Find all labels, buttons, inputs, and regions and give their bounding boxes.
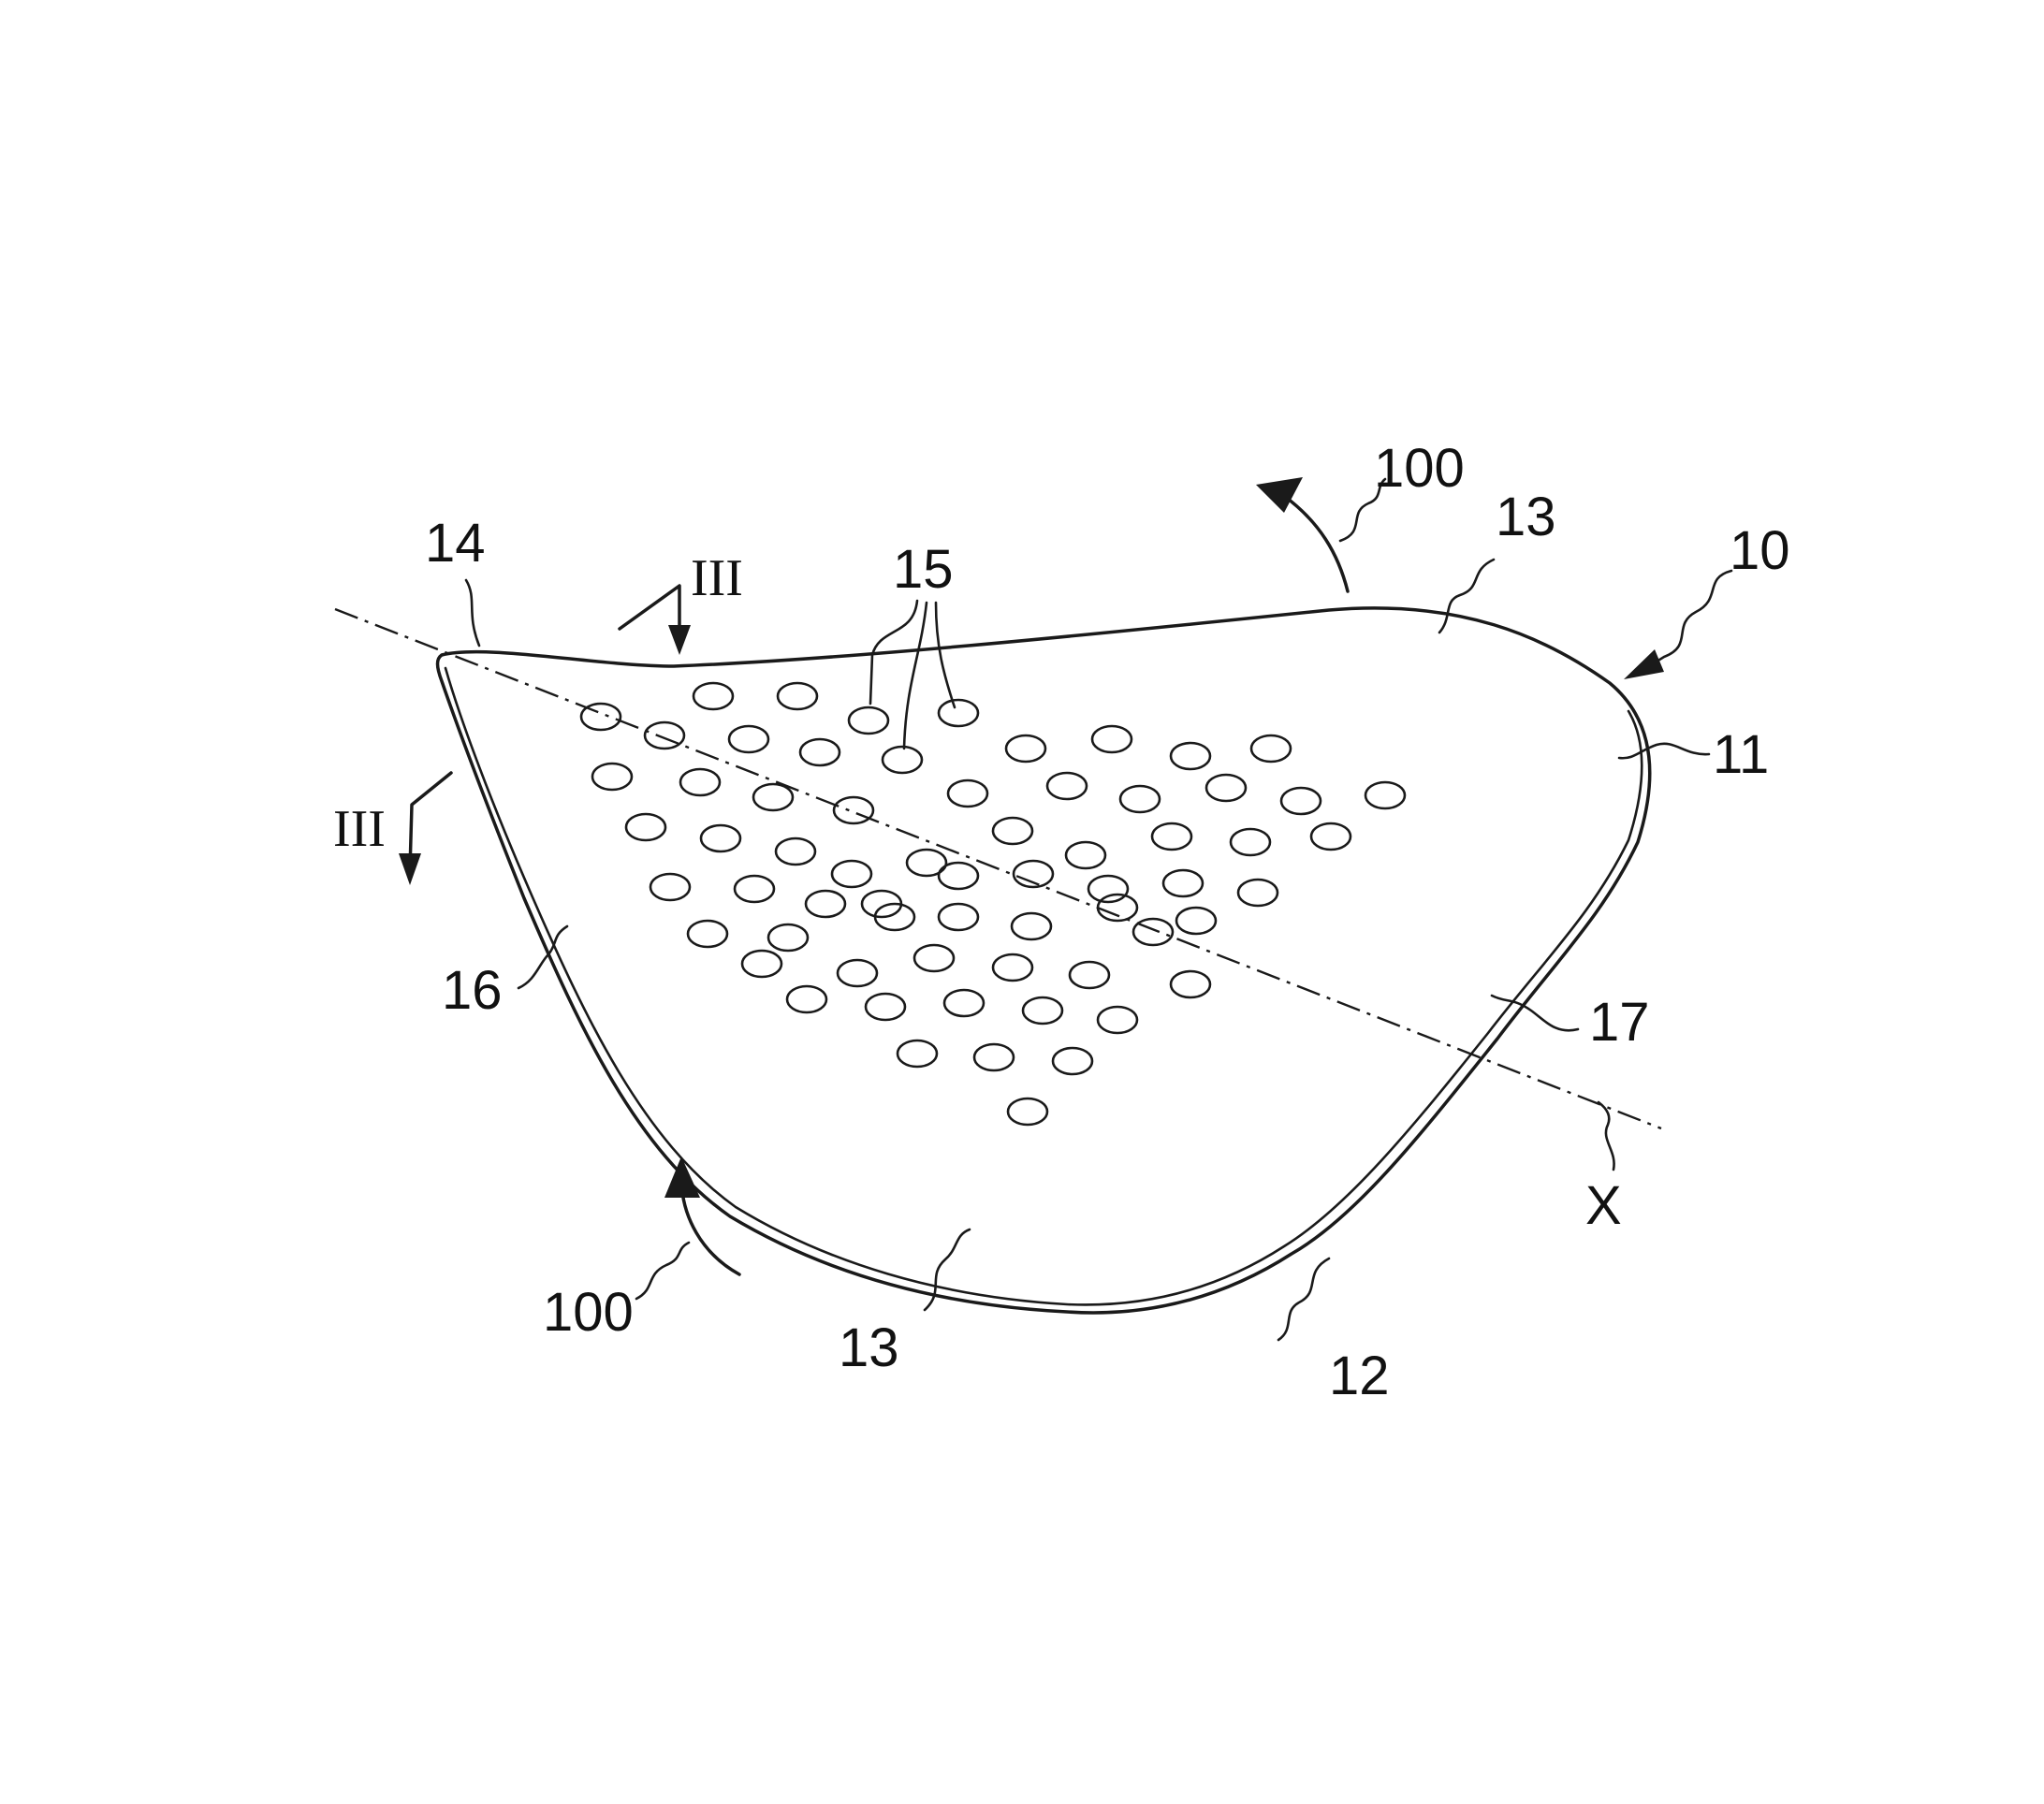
hole	[914, 945, 954, 971]
hole	[993, 954, 1032, 981]
leader-15-c	[936, 603, 955, 707]
hole	[645, 722, 684, 749]
leader-14	[466, 580, 479, 646]
hole	[768, 924, 808, 951]
hole	[806, 891, 845, 917]
label-10: 10	[1730, 520, 1790, 581]
hole	[1053, 1048, 1092, 1074]
label-100-top: 100	[1374, 438, 1465, 499]
hole	[742, 951, 781, 977]
hole	[1098, 1007, 1137, 1033]
hole	[592, 764, 632, 790]
leader-x	[1599, 1102, 1614, 1170]
label-11: 11	[1713, 724, 1769, 785]
hole	[1012, 913, 1051, 939]
hole	[1066, 842, 1105, 868]
section-mark-top	[620, 586, 679, 649]
hole	[1238, 880, 1278, 906]
arrow-100-top	[1284, 496, 1348, 591]
hole	[1006, 735, 1045, 762]
hole	[944, 990, 984, 1016]
hole	[948, 780, 987, 807]
hole	[688, 921, 727, 947]
hole	[1088, 876, 1128, 902]
label-12: 12	[1329, 1346, 1390, 1406]
hole	[650, 874, 690, 900]
label-17: 17	[1589, 992, 1650, 1053]
hole	[993, 818, 1032, 844]
hole	[939, 904, 978, 930]
hole	[834, 797, 873, 823]
leader-15-b	[904, 603, 927, 749]
leader-10	[1649, 571, 1731, 666]
hole	[1092, 726, 1132, 752]
body-edge-inner	[445, 668, 1642, 1304]
label-x: X	[1585, 1175, 1622, 1236]
hole	[778, 683, 817, 709]
hole	[898, 1040, 937, 1067]
hole	[776, 838, 815, 865]
hole	[1176, 908, 1216, 934]
hole	[1120, 786, 1160, 812]
hole	[1152, 823, 1191, 850]
label-13-bottom: 13	[839, 1317, 899, 1378]
hole	[1163, 870, 1203, 896]
label-100-bottom: 100	[543, 1282, 634, 1343]
hole	[729, 726, 768, 752]
label-14: 14	[425, 513, 486, 574]
hole-array	[581, 683, 1405, 1125]
hole	[1281, 788, 1321, 814]
hole	[1171, 743, 1210, 769]
hole	[849, 707, 888, 734]
label-15: 15	[893, 539, 954, 600]
hole	[1098, 895, 1137, 921]
axis-line	[335, 609, 1661, 1128]
leader-11	[1619, 744, 1709, 758]
hole	[753, 784, 793, 810]
hole	[832, 861, 871, 887]
label-iii-top: III	[691, 549, 743, 607]
hole	[1070, 962, 1109, 988]
hole	[1311, 823, 1350, 850]
hole	[581, 704, 620, 730]
hole	[1023, 997, 1062, 1024]
leader-12	[1278, 1258, 1329, 1340]
hole	[1251, 735, 1291, 762]
leader-100-bottom	[636, 1243, 689, 1299]
hole	[701, 825, 740, 851]
hole	[883, 747, 922, 773]
hole	[1231, 829, 1270, 855]
hole	[939, 700, 978, 726]
hole	[838, 960, 877, 986]
hole	[1047, 773, 1087, 799]
hole	[787, 986, 826, 1012]
hole	[694, 683, 733, 709]
hole	[974, 1044, 1014, 1070]
hole	[680, 769, 720, 795]
hole	[866, 994, 905, 1020]
hole	[939, 863, 978, 889]
section-mark-left-head	[399, 853, 421, 885]
label-iii-left: III	[333, 800, 386, 858]
arrow-10-head	[1624, 649, 1664, 679]
hole	[626, 814, 665, 840]
label-13-top: 13	[1496, 487, 1556, 547]
section-mark-top-head	[668, 625, 691, 655]
hole	[1365, 782, 1405, 808]
hole	[800, 739, 840, 765]
hole	[1008, 1098, 1047, 1125]
hole	[735, 876, 774, 902]
hole	[1171, 971, 1210, 997]
label-16: 16	[442, 960, 503, 1021]
hole	[1206, 775, 1246, 801]
hole	[1133, 919, 1173, 945]
